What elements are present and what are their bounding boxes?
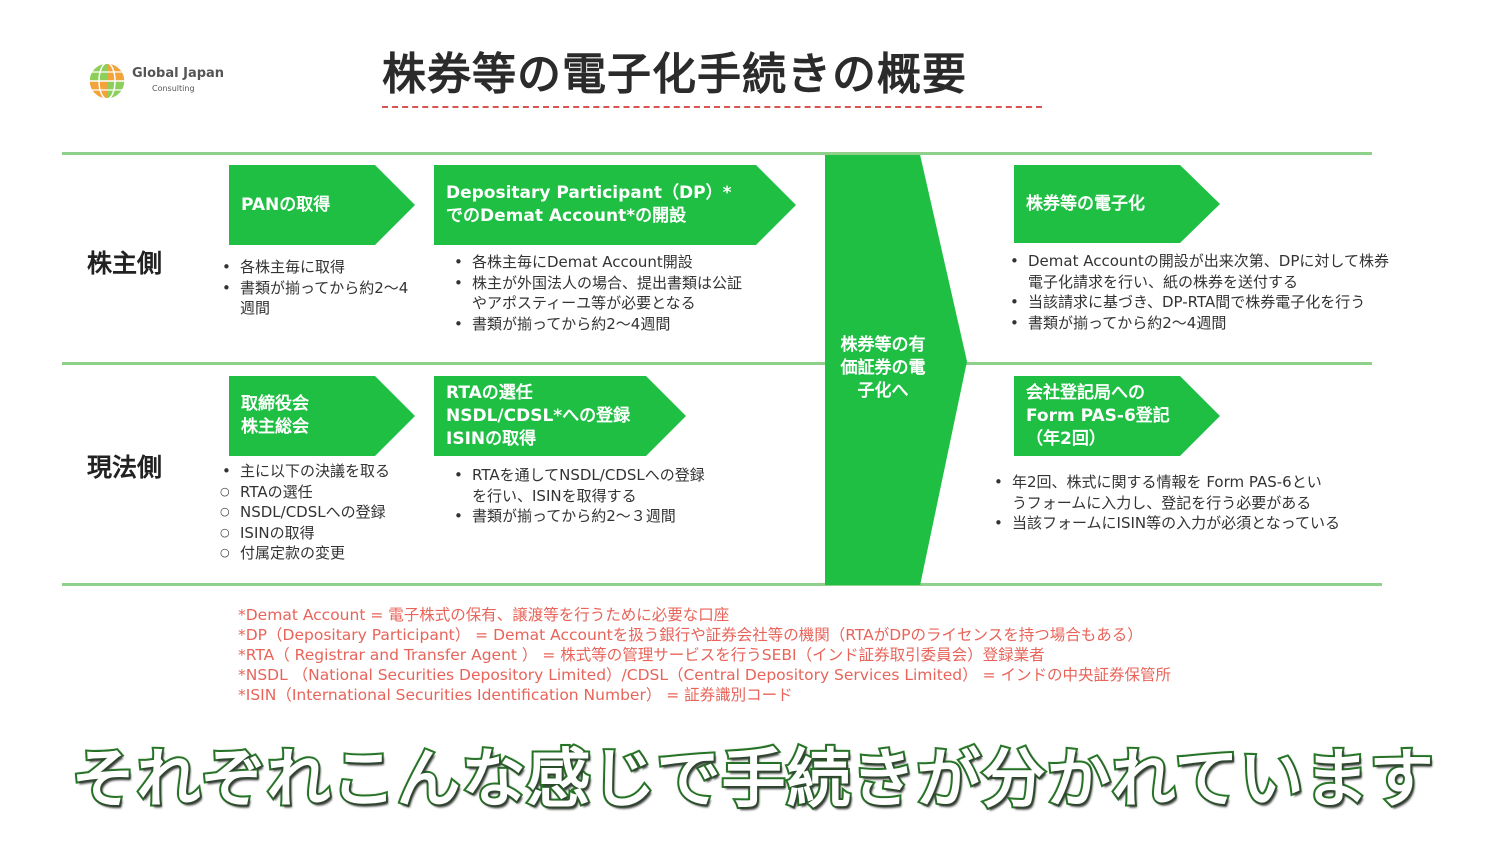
footnote: *DP（Depositary Participant） = Demat Acco… [238, 626, 1143, 644]
list-item: RTAの選任 [220, 482, 430, 503]
pillar-label: 株券等の有 価証券の電 子化へ [840, 335, 926, 401]
footnote: *RTA（ Registrar and Transfer Agent ） = 株… [238, 646, 1045, 664]
list-item: 各株主毎にDemat Account開設 [452, 252, 792, 273]
rta-bullets: RTAを通してNSDL/CDSLへの登録 を行い、ISINを取得する 書類が揃っ… [452, 465, 772, 527]
top-divider [62, 152, 1372, 155]
list-item: 書類が揃ってから約2～4 週間 [220, 278, 420, 319]
step-board: 取締役会 株主総会 [229, 376, 415, 456]
step-rta: RTAの選任 NSDL/CDSL*への登録 ISINの取得 [434, 376, 686, 456]
list-item: ISINの取得 [220, 523, 430, 544]
board-bullets: 主に以下の決議を取る RTAの選任 NSDL/CDSLへの登録 ISINの取得 … [220, 461, 430, 564]
list-item: 書類が揃ってから約2～３週間 [452, 506, 772, 527]
step-pan-label: PANの取得 [241, 194, 331, 215]
footnote: *Demat Account = 電子株式の保有、譲渡等を行うために必要な口座 [238, 606, 730, 624]
step-dematerialize: 株券等の電子化 [1014, 165, 1220, 243]
step-dp-account: Depositary Participant（DP）* でのDemat Acco… [434, 165, 796, 245]
list-item: 当該フォームにISIN等の入力が必須となっている [992, 513, 1372, 534]
logo: Global Japan Consulting [86, 60, 246, 104]
list-item: NSDL/CDSLへの登録 [220, 502, 430, 523]
logo-subtitle: Consulting [152, 84, 195, 93]
row-label-company: 現法側 [87, 453, 163, 482]
list-item: 各株主毎に取得 [220, 257, 420, 278]
page-title: 株券等の電子化手続きの概要 [382, 48, 1042, 108]
video-caption: それぞれこんな感じで手続きが分かれています [69, 741, 1435, 819]
step-dp-label: Depositary Participant（DP）* でのDemat Acco… [446, 183, 732, 226]
logo-name: Global Japan [132, 66, 225, 81]
row-label-shareholder: 株主側 [87, 249, 163, 278]
list-item: 主に以下の決議を取る [220, 461, 430, 482]
footnotes: *Demat Account = 電子株式の保有、譲渡等を行うために必要な口座 … [238, 605, 1278, 705]
step-dematerialize-label: 株券等の電子化 [1026, 193, 1145, 214]
list-item: 付属定款の変更 [220, 543, 430, 564]
bottom-divider [62, 583, 1382, 586]
list-item: Demat Accountの開設が出来次第、DPに対して株券 電子化請求を行い、… [1008, 251, 1428, 292]
step-pan: PANの取得 [229, 165, 415, 245]
step-rta-label: RTAの選任 NSDL/CDSL*への登録 ISINの取得 [446, 382, 631, 449]
step-registrar-label: 会社登記局への Form PAS-6登記 （年2回） [1026, 382, 1170, 449]
list-item: 年2回、株式に関する情報を Form PAS-6とい うフォームに入力し、登記を… [992, 472, 1372, 513]
middle-divider [62, 362, 1372, 365]
footnote: *NSDL （National Securities Depository Li… [238, 666, 1171, 684]
list-item: 書類が揃ってから約2～4週間 [1008, 313, 1428, 334]
step-registrar: 会社登記局への Form PAS-6登記 （年2回） [1014, 376, 1220, 456]
list-item: RTAを通してNSDL/CDSLへの登録 を行い、ISINを取得する [452, 465, 772, 506]
dematerialize-bullets: Demat Accountの開設が出来次第、DPに対して株券 電子化請求を行い、… [1008, 251, 1428, 333]
registrar-bullets: 年2回、株式に関する情報を Form PAS-6とい うフォームに入力し、登記を… [992, 472, 1372, 534]
list-item: 書類が揃ってから約2～4週間 [452, 314, 792, 335]
globe-icon [88, 62, 126, 100]
pan-bullets: 各株主毎に取得 書類が揃ってから約2～4 週間 [220, 257, 420, 319]
list-item: 当該請求に基づき、DP-RTA間で株券電子化を行う [1008, 292, 1428, 313]
list-item: 株主が外国法人の場合、提出書類は公証 やアポスティーユ等が必要となる [452, 273, 792, 314]
step-board-label: 取締役会 株主総会 [241, 394, 309, 437]
footnote: *ISIN（International Securities Identific… [238, 686, 793, 704]
dp-bullets: 各株主毎にDemat Account開設 株主が外国法人の場合、提出書類は公証 … [452, 252, 792, 334]
